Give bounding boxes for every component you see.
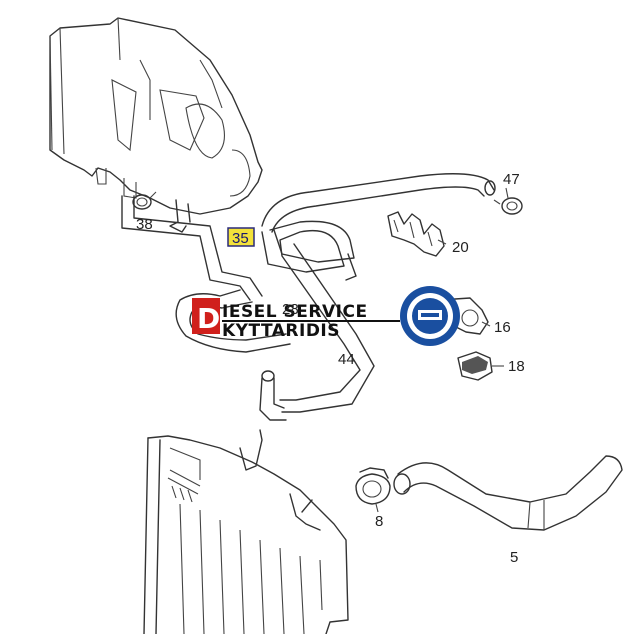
watermark-underline [222, 320, 400, 322]
watermark-line2: KYTTARIDIS [222, 321, 340, 341]
part-label-35: 35 [232, 230, 249, 247]
expansion-tank [49, 17, 263, 215]
part-label-20: 20 [452, 239, 469, 256]
leader-lines [375, 187, 509, 513]
clamp-8 [355, 467, 391, 505]
hose-5 [393, 455, 623, 531]
part-label-18: 18 [508, 358, 525, 375]
upper-hose [261, 173, 496, 233]
part-label-8: 8 [375, 513, 383, 530]
part-label-5: 5 [510, 549, 518, 566]
part-label-38: 38 [136, 216, 153, 233]
certification-seal-icon [400, 286, 460, 346]
highlight-35 [227, 227, 255, 247]
radiator [143, 429, 349, 634]
hose-44 [259, 220, 375, 421]
clamp-47 [493, 197, 523, 215]
part-label-28: 28 [282, 301, 299, 318]
clamp-38 [132, 191, 157, 210]
grommet-18 [457, 351, 493, 381]
tank-outlet-pipes [121, 195, 263, 301]
watermark-line1: IESEL SERVICE [222, 302, 368, 322]
part-label-44: 44 [338, 351, 355, 368]
watermark-badge-letter: D [197, 302, 221, 335]
part-label-47: 47 [503, 171, 520, 188]
watermark-badge [192, 298, 220, 334]
clip-20 [387, 211, 445, 257]
watermark-logo: D IESEL SERVICE KYTTARIDIS [192, 298, 400, 341]
part-label-16: 16 [494, 319, 511, 336]
